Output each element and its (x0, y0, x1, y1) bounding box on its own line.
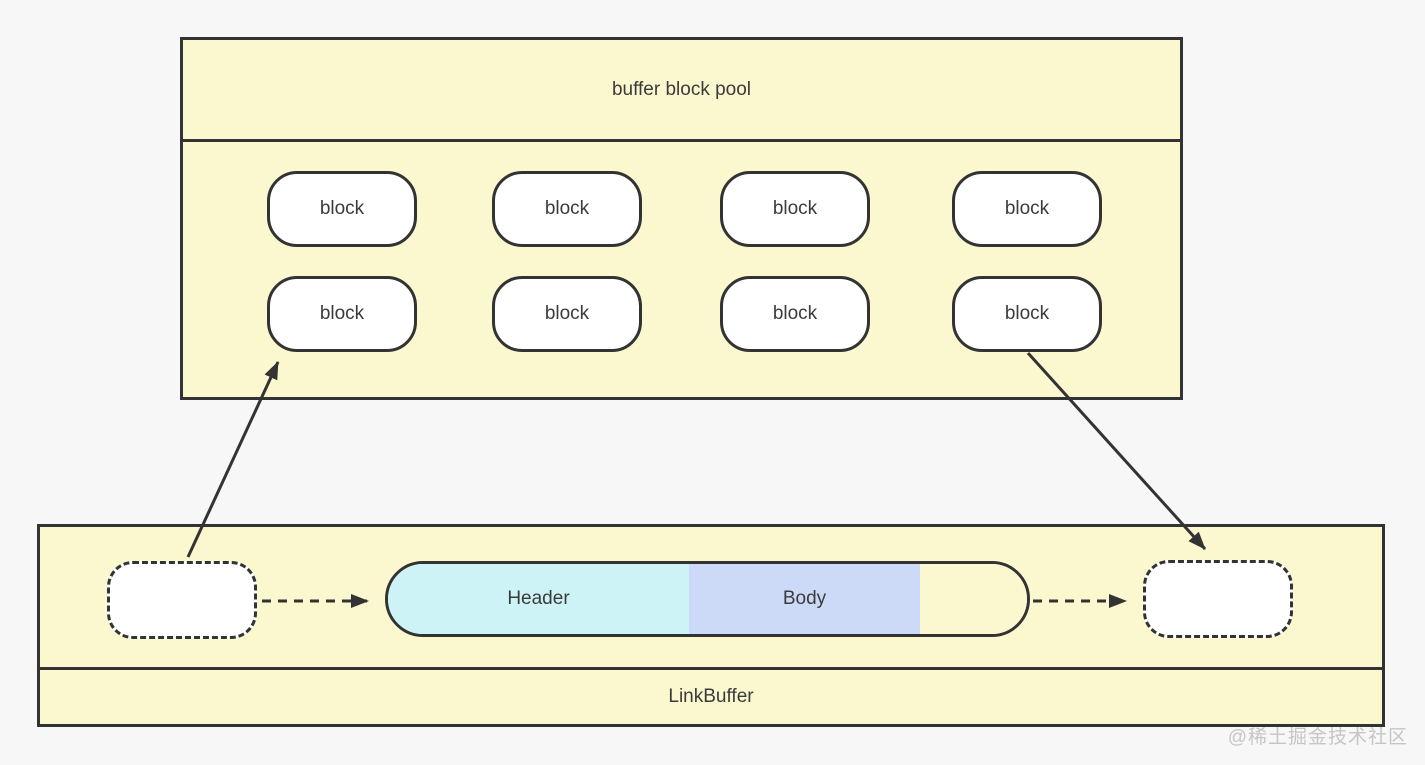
linkbuffer-container: Header Body LinkBuffer (37, 524, 1385, 727)
segment-body: Body (689, 564, 920, 634)
pool-block-row2-col4: block (952, 276, 1102, 352)
linkbuffer-empty-node-left (107, 561, 257, 639)
pool-block-row1-col1: block (267, 171, 417, 247)
pool-block-row1-col4: block (952, 171, 1102, 247)
linkbuffer-label: LinkBuffer (40, 667, 1382, 724)
watermark: @稀土掘金技术社区 (1227, 727, 1408, 748)
pool-block-row2-col3: block (720, 276, 870, 352)
linkbuffer-empty-node-right (1143, 560, 1293, 638)
pool-block-row2-col1: block (267, 276, 417, 352)
segment-header: Header (388, 564, 689, 634)
pool-title: buffer block pool (183, 40, 1180, 142)
pool-block-row1-col3: block (720, 171, 870, 247)
pool-block-row1-col2: block (492, 171, 642, 247)
segment-unused (920, 564, 1027, 634)
buffer-block-pool-container: buffer block pool block block block bloc… (180, 37, 1183, 400)
pool-block-row2-col2: block (492, 276, 642, 352)
linkbuffer-data-node: Header Body (385, 561, 1030, 637)
